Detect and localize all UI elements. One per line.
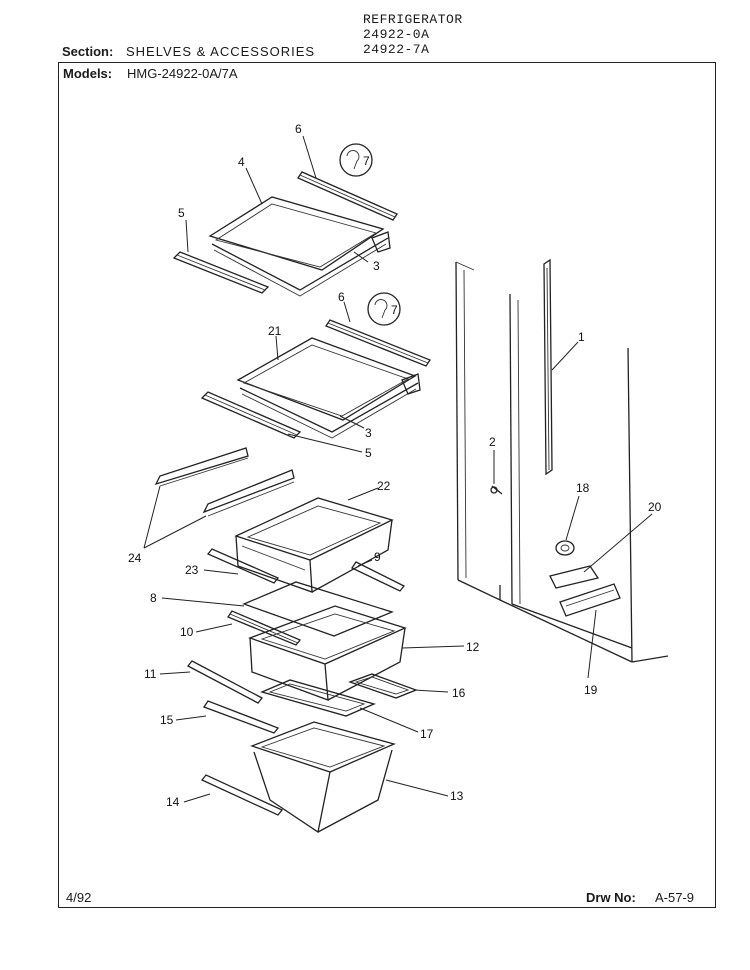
upper-pan xyxy=(234,497,394,593)
callout-23: 23 xyxy=(185,563,199,577)
callout-5: 5 xyxy=(365,446,372,460)
drawing-frame xyxy=(58,62,716,908)
shelf-assembly-lower xyxy=(200,292,431,439)
callout-20: 20 xyxy=(648,500,662,514)
section-value: SHELVES & ACCESSORIES xyxy=(126,44,316,59)
callout-1: 1 xyxy=(578,330,585,344)
shelf-assembly-upper xyxy=(172,143,398,297)
leader-lines xyxy=(143,135,653,803)
callout-17: 17 xyxy=(420,727,434,741)
callout-14: 14 xyxy=(166,795,180,809)
callout-3: 3 xyxy=(373,259,380,273)
callout-22: 22 xyxy=(377,479,391,493)
callout-18: 18 xyxy=(576,481,590,495)
crisper-rails xyxy=(154,447,295,517)
ref-figure-7: 7 xyxy=(363,154,370,168)
callout-6: 6 xyxy=(295,122,302,136)
callout-12: 12 xyxy=(466,640,480,654)
callout-2: 2 xyxy=(489,435,496,449)
crisper-pan xyxy=(248,605,407,701)
cabinet-interior xyxy=(455,258,669,663)
callout-11: 11 xyxy=(144,667,157,681)
callout-10: 10 xyxy=(180,625,194,639)
ref-figure-7: 7 xyxy=(391,303,398,317)
model-number-b: 24922-7A xyxy=(363,42,430,57)
callout-21: 21 xyxy=(268,324,282,338)
callout-16: 16 xyxy=(452,686,466,700)
revision-date: 4/92 xyxy=(66,890,92,905)
models-value: HMG-24922-0A/7A xyxy=(127,66,238,81)
callout-8: 8 xyxy=(150,591,157,605)
callout-3: 3 xyxy=(365,426,372,440)
product-title: REFRIGERATOR xyxy=(363,12,463,27)
callout-6: 6 xyxy=(338,290,345,304)
callout-19: 19 xyxy=(584,683,598,697)
bottom-drawer xyxy=(250,721,396,834)
callout-15: 15 xyxy=(160,713,174,727)
callout-5: 5 xyxy=(178,206,185,220)
callout-numbers: 6 4 5 3 6 21 3 5 1 2 18 20 19 24 22 9 23… xyxy=(128,122,662,809)
pan-cover-assembly xyxy=(206,548,406,646)
callout-4: 4 xyxy=(238,155,245,169)
callout-24: 24 xyxy=(128,551,142,565)
callout-13: 13 xyxy=(450,789,464,803)
lower-strips-and-trays xyxy=(187,660,418,816)
drawing-number: A-57-9 xyxy=(655,890,695,905)
models-label: Models: xyxy=(63,66,113,81)
model-number-a: 24922-0A xyxy=(363,27,430,42)
drawing-number-label: Drw No: xyxy=(586,890,636,905)
callout-9: 9 xyxy=(374,550,381,564)
section-label: Section: xyxy=(62,44,114,59)
